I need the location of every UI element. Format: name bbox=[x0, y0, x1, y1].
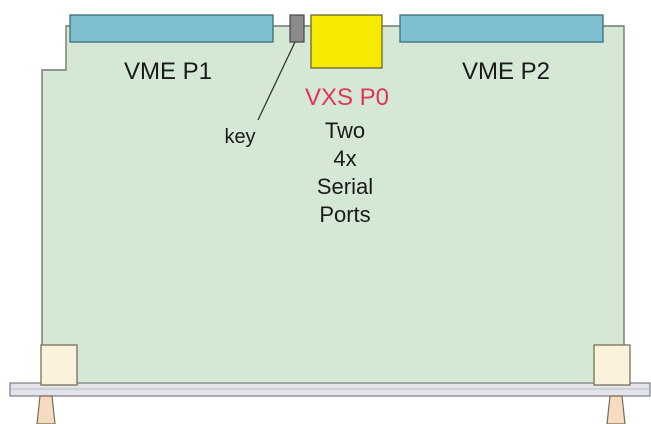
left-ejector-foot bbox=[36, 395, 56, 424]
vme-p1-label: VME P1 bbox=[124, 58, 212, 85]
p0-description-line-4: Ports bbox=[319, 202, 370, 227]
vme-p2-connector bbox=[399, 14, 604, 43]
p0-description-line-1: Two bbox=[325, 118, 365, 143]
vme-p1-connector bbox=[69, 14, 274, 43]
left-ejector-block bbox=[40, 344, 78, 386]
vxs-p0-label: VXS P0 bbox=[305, 84, 389, 111]
p0-description-line-3: Serial bbox=[317, 174, 373, 199]
right-ejector-foot bbox=[606, 395, 626, 424]
right-ejector-block bbox=[593, 344, 631, 386]
alignment-key bbox=[289, 14, 305, 43]
vme-p2-label: VME P2 bbox=[462, 58, 550, 85]
p0-description-line-2: 4x bbox=[333, 146, 356, 171]
vxs-p0-connector bbox=[310, 14, 383, 69]
key-label: key bbox=[224, 126, 255, 148]
key-leader-line bbox=[257, 41, 296, 121]
